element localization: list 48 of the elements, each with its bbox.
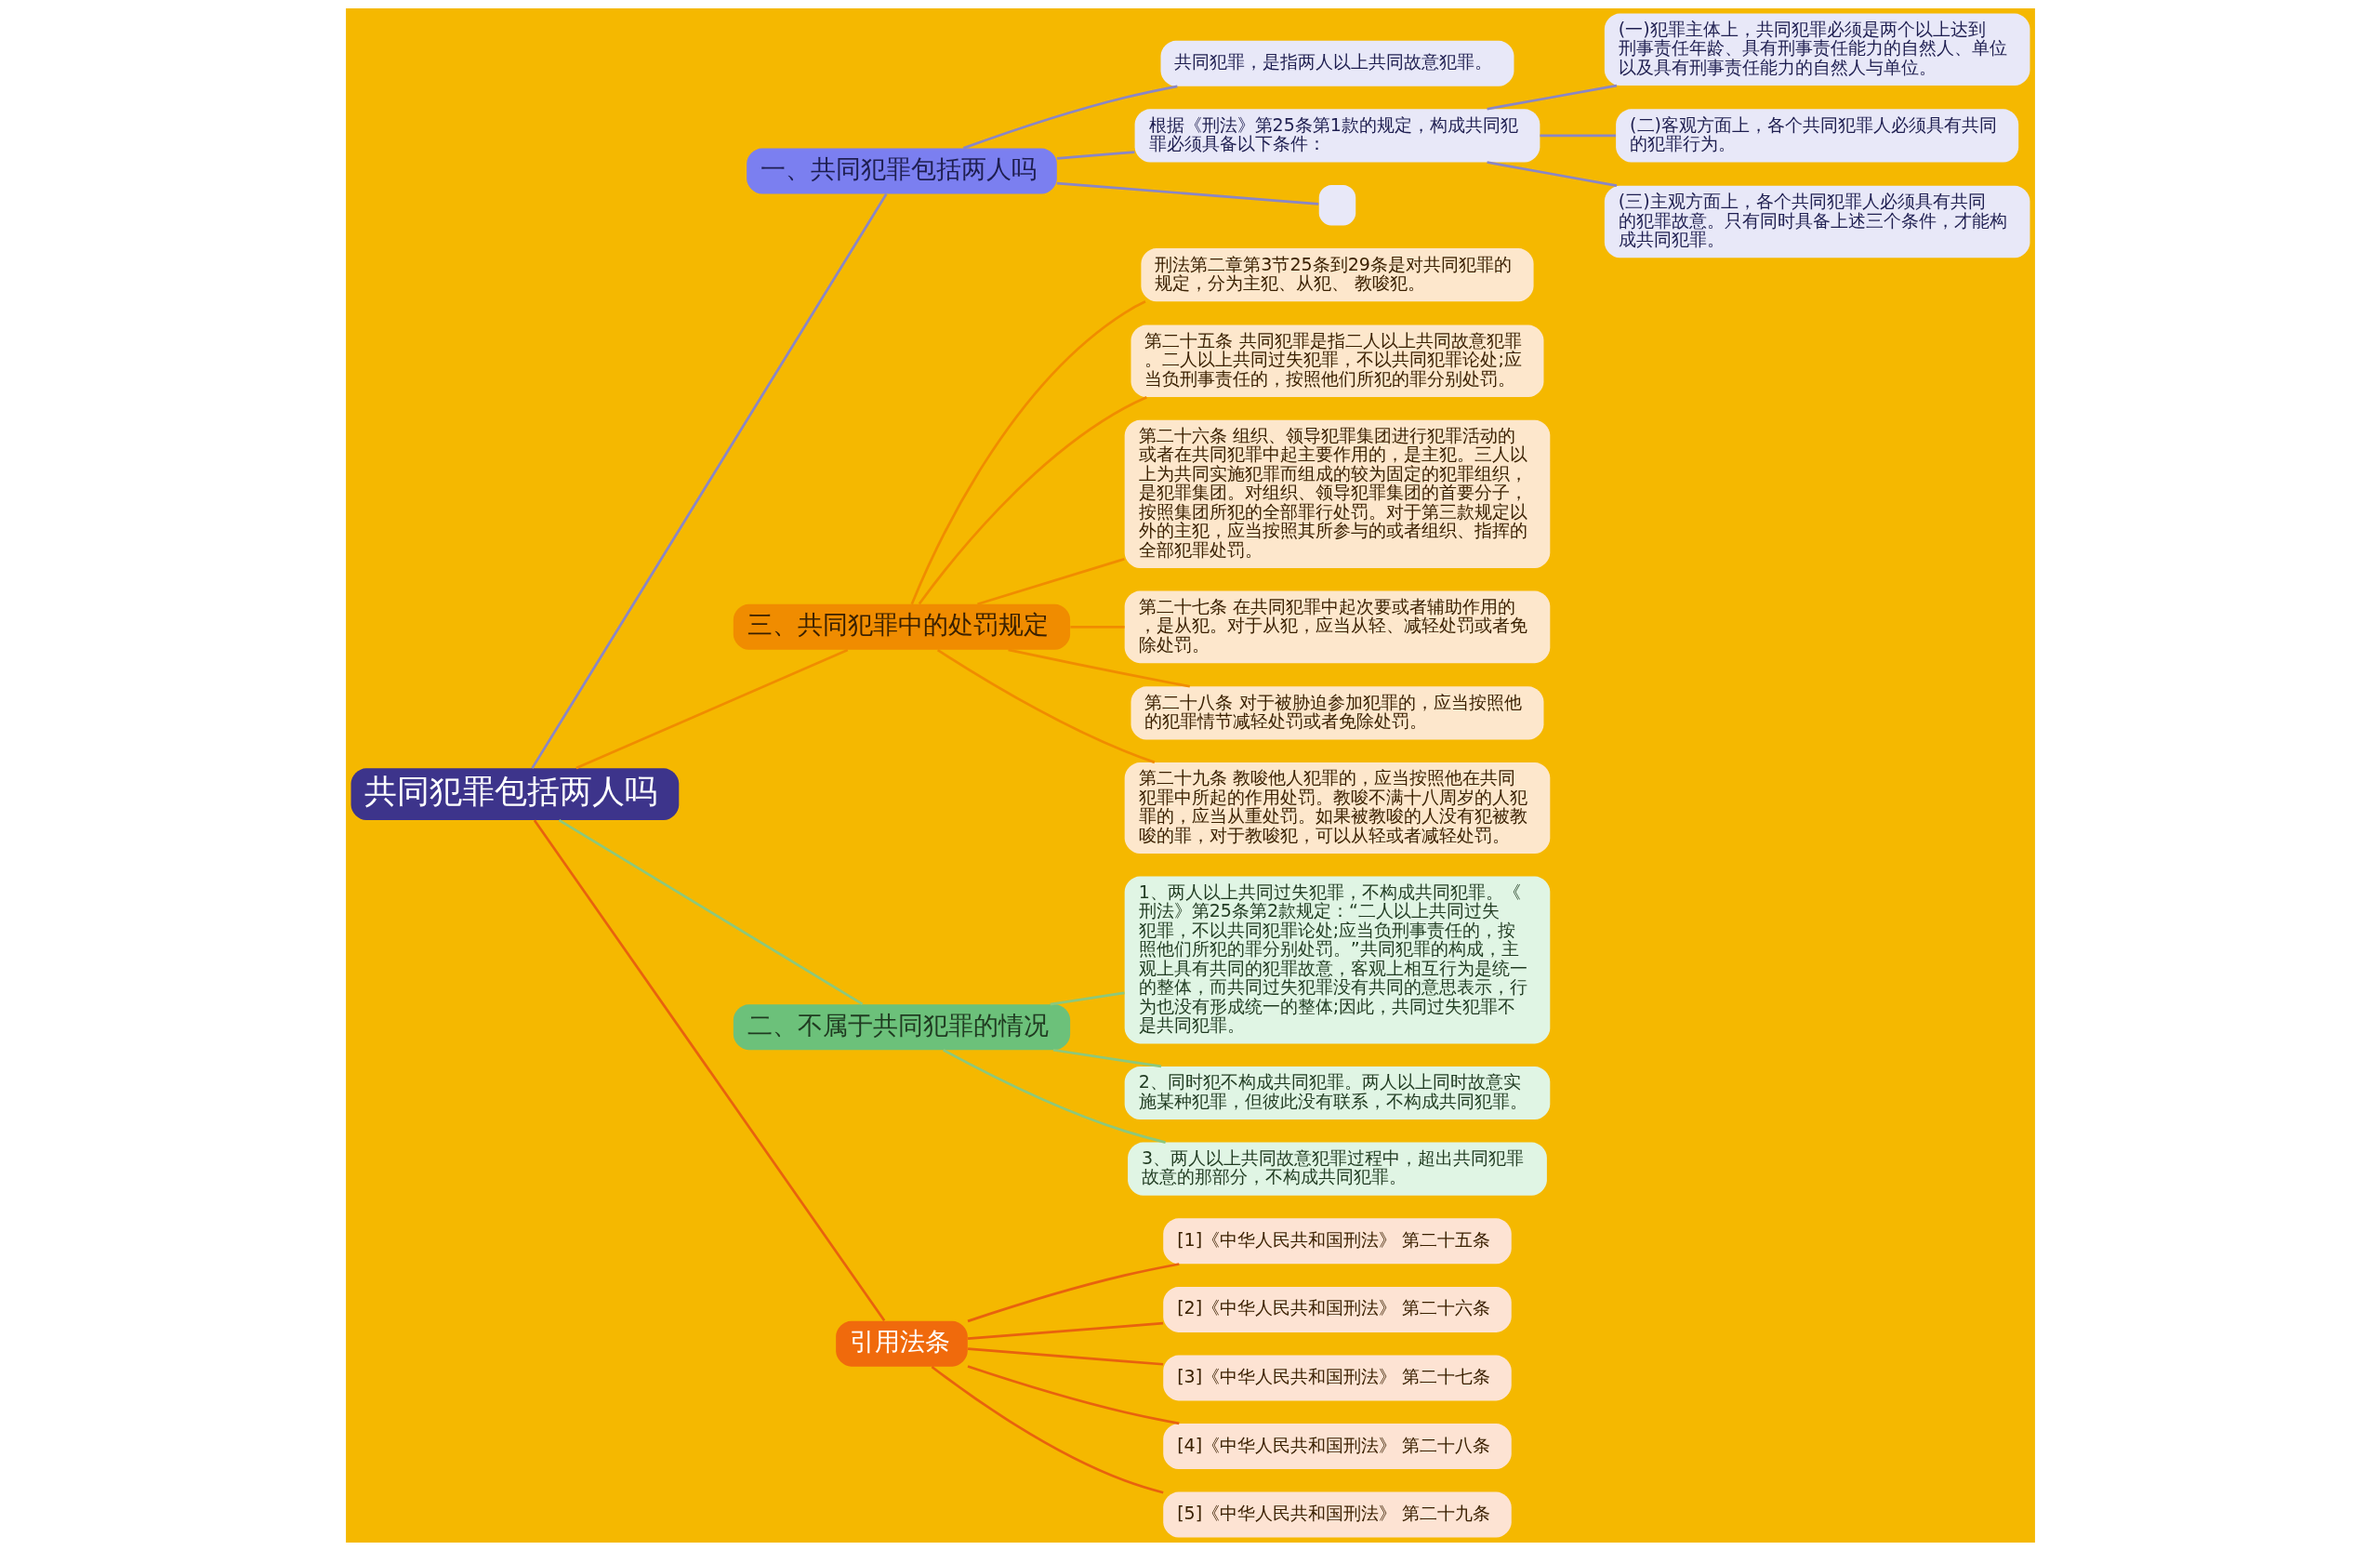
node-box: 3、两人以上共同故意犯罪过程中，超出共同犯罪故意的那部分，不构成共同犯罪。 (1127, 1142, 1547, 1196)
node-box: 刑法第二章第3节25条到29条是对共同犯罪的规定，分为主犯、从犯、 教唆犯。 (1140, 247, 1534, 301)
node-box: 二、不属于共同犯罪的情况 (733, 1003, 1070, 1050)
connector (1056, 150, 1134, 160)
node-box: 根据《刑法》第25条第1款的规定，构成共同犯罪必须具备以下条件： (1134, 108, 1540, 162)
connector (967, 1346, 1163, 1366)
node-box: 共同犯罪包括两人吗 (350, 767, 679, 820)
connector (575, 648, 848, 769)
connector (962, 84, 1178, 150)
node-box: (二)客观方面上，各个共同犯罪人必须具有共同的犯罪行为。 (1615, 108, 2018, 162)
connector (967, 1364, 1180, 1424)
node-box: 2、同时犯不构成共同犯罪。两人以上同时故意实施某种犯罪，但彼此没有联系，不构成共同犯罪。 (1124, 1066, 1550, 1119)
node-box: 第二十七条 在共同犯罪中起次要或者辅助作用的，是从犯。对于从犯，应当从轻、减轻处罚或者免除处罚。 (1124, 590, 1550, 663)
node-box: [5]《中华人民共和国刑法》 第二十九条 (1162, 1491, 1512, 1538)
connector (967, 1321, 1163, 1340)
connector (918, 395, 1147, 604)
connector (530, 192, 887, 769)
connector (967, 1262, 1180, 1322)
connector (1056, 181, 1318, 205)
connector (1049, 990, 1125, 1005)
node-box: 第二十五条 共同犯罪是指二人以上共同故意犯罪。二人以上共同过失犯罪，不以共同犯罪论处;应当负刑事责任的，按照他们所犯的罪分别处罚。 (1130, 325, 1543, 397)
connector (533, 818, 885, 1321)
connector (1486, 84, 1617, 111)
connector (910, 299, 1146, 604)
node-box: 1、两人以上共同过失犯罪，不构成共同犯罪。《刑法》第25条第2款规定：“二人以上共同过失犯罪，不以共同犯罪论处;应当负刑事责任的，按照他们所犯的罪分别处罚。”共同犯罪的构成，主观上具有共同的犯罪故意，客观上相互行为是统一的整体，而共同过失犯罪没有共同的意思表示，行为也没有形成统一的整体;因此，共同过失犯罪不是共同犯罪。 (1124, 876, 1550, 1043)
connector (1052, 1048, 1161, 1067)
node-box: [2]《中华人民共和国刑法》 第二十六条 (1162, 1286, 1512, 1332)
connector (1069, 625, 1125, 629)
connector (558, 818, 863, 1005)
node-box: 第二十九条 教唆他人犯罪的，应当按照他在共同犯罪中所起的作用处罚。教唆不满十八周岁的人犯罪的，应当从重处罚。如果被教唆的人没有犯被教唆的罪，对于教唆犯，可以从轻或者减轻处罚。 (1124, 762, 1550, 854)
connector (931, 1365, 1164, 1494)
node-box: [3]《中华人民共和国刑法》 第二十七条 (1162, 1354, 1512, 1400)
connector (1486, 160, 1617, 187)
node-box: (三)主观方面上，各个共同犯罪人必须具有共同的犯罪故意。只有同时具备上述三个条件，才能构成共同犯罪。 (1604, 185, 2030, 258)
connector (976, 557, 1125, 605)
node-box: 一、共同犯罪包括两人吗 (746, 148, 1057, 194)
node-box: 第二十六条 组织、领导犯罪集团进行犯罪活动的或者在共同犯罪中起主要作用的，是主犯。三人以上为共同实施犯罪而组成的较为固定的犯罪组织，是犯罪集团。对组织、领导犯罪集团的首要分子，按照集团所犯的全部罪行处罚。对于第三款规定以外的主犯，应当按照其所参与的或者组织、指挥的全部犯罪处罚。 (1124, 419, 1550, 568)
connector (936, 648, 1155, 763)
node-box: 共同犯罪，是指两人以上共同故意犯罪。 (1160, 40, 1514, 86)
node-box: 引用法条 (835, 1320, 968, 1367)
node-box (1318, 184, 1355, 226)
connector (1540, 134, 1616, 137)
node-box: 三、共同犯罪中的处罚规定 (733, 603, 1070, 650)
node-box: [4]《中华人民共和国刑法》 第二十八条 (1162, 1423, 1512, 1469)
node-box: [1]《中华人民共和国刑法》 第二十五条 (1162, 1217, 1512, 1264)
node-box: 第二十八条 对于被胁迫参加犯罪的，应当按照他的犯罪情节减轻处罚或者免除处罚。 (1130, 685, 1543, 739)
node-box: (一)犯罪主体上，共同犯罪必须是两个以上达到刑事责任年龄、具有刑事责任能力的自然人、单位以及具有刑事责任能力的自然人与单位。 (1604, 12, 2030, 86)
connector (942, 1048, 1166, 1144)
